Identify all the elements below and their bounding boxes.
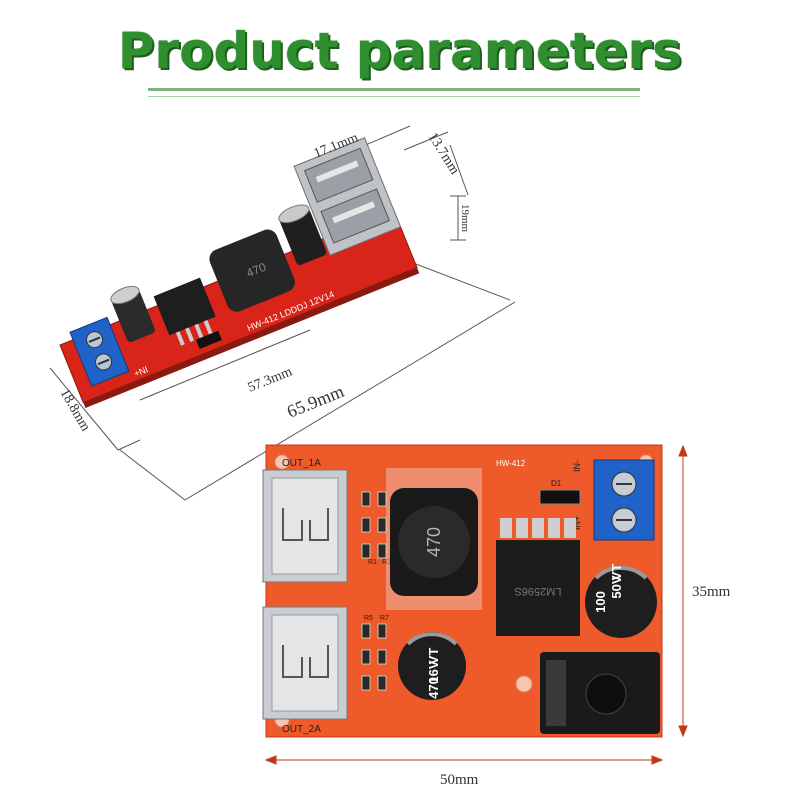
resistor-label: R5 [364,615,373,622]
dim-board-inner-length: 57.3mm [246,364,295,395]
capacitor-100-50v: 100 50V VT [585,564,657,638]
dim-usb-height: 19mm [459,204,471,233]
label-out1: OUT_1A [282,458,321,469]
label-out2: OUT_2A [282,724,321,735]
screw-terminal-top [69,316,130,387]
mount-hole [515,675,533,693]
terminal-label: +NI [133,364,150,379]
dim-front-height: 35mm [692,584,731,600]
usb-stack-top [293,137,402,256]
ic-marking: LM2596S [514,585,561,597]
label-board: HW-412 [496,459,526,468]
dim-board-total-length: 65.9mm [284,381,347,422]
front-dimension-lines [264,444,688,765]
cap-large-text-1: 100 [593,591,608,613]
page-title: Product parameters [117,22,683,80]
diode-top [195,330,222,349]
inductor-marking-front: 470 [424,527,444,557]
capacitor-large-top [278,204,327,265]
dc-jack [540,652,660,734]
inductor-top: 470 [209,229,295,312]
usb-port-2 [262,606,348,720]
title-underline [148,88,640,91]
resistor-label: R7 [380,615,389,622]
label-d1: D1 [551,479,562,488]
cap-large-text-3: VT [609,564,624,581]
smd-resistors [361,491,387,691]
mount-hole [274,454,290,470]
capacitor-470-16v: 470 16V VT [398,632,466,700]
cap-small-text-1: 470 [426,677,441,699]
cap-large-text-2: 50V [609,575,624,598]
dim-front-width: 50mm [440,772,479,788]
inductor-front: 470 [386,468,482,610]
capacitor-small-top [110,285,155,343]
cap-small-text-2: 16V [426,660,441,683]
diode-d1 [539,489,581,505]
title-underline-thin [148,96,640,97]
usb-port-1 [262,469,348,583]
regulator-ic-front: LM2596S [496,518,580,636]
cap-small-text-3: VT [426,648,441,665]
regulator-ic-top [153,277,216,346]
pcb-front-view: OUT_1A OUT_2A HW-412 IN- IN+ D1 [262,444,663,738]
label-in-minus: IN- [572,460,582,472]
resistor-label: R2 [382,559,391,566]
resistor-label: R1 [368,559,377,566]
label-in-plus: IN+ [572,516,582,530]
pcb-top-view: +NI 470 HW-412 LDDDJ 12V14 [59,137,420,409]
dim-usb-depth: 13.7mm [425,130,462,177]
screw-terminal-front [593,459,655,541]
pcb-edge [83,267,420,409]
